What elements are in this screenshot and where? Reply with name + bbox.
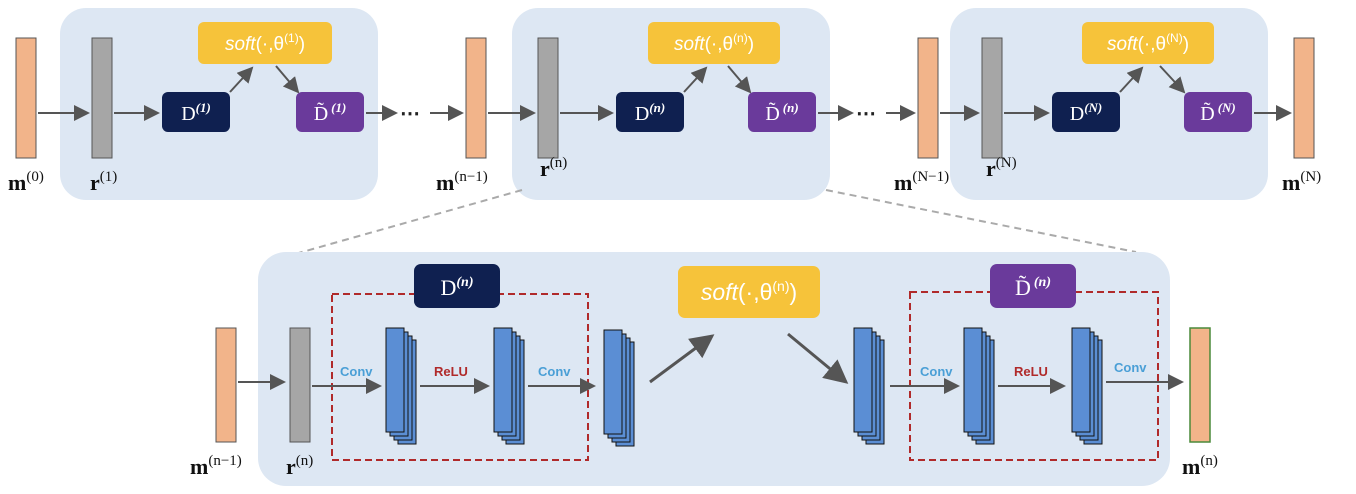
soft-block-1-label: soft(·,θ(1)) — [225, 31, 305, 55]
vector-m-n-minus-1 — [465, 37, 487, 159]
dt-block-1-label: D̃(1) — [314, 100, 347, 125]
conv-label-2: Conv — [538, 364, 571, 379]
detail-d-block-label: D(n) — [440, 275, 473, 300]
d-block-1 — [162, 92, 230, 132]
detail-d-block — [414, 264, 500, 308]
detail-vector-r — [289, 327, 311, 443]
vector-m-N-minus-1 — [917, 37, 939, 159]
relu-label-2: ReLU — [1014, 364, 1048, 379]
detail-panel — [258, 252, 1170, 486]
label-m-n-minus-1: m(n−1) — [436, 169, 488, 195]
conv-label-1: Conv — [340, 364, 373, 379]
zoom-connector-left — [287, 189, 523, 257]
label-mN: m(N) — [1282, 169, 1321, 195]
d-block-N-label: D(N) — [1070, 100, 1103, 125]
arrow-dn-softn — [683, 66, 708, 93]
soft-block-1 — [198, 22, 332, 64]
feature-maps-4 — [853, 327, 885, 445]
feature-maps-1 — [385, 327, 417, 445]
label-r1: r(1) — [90, 169, 117, 195]
detail-label-m-out: m(n) — [1182, 453, 1218, 479]
arrow-d1-soft1 — [229, 66, 254, 93]
conv-label-3: Conv — [920, 364, 953, 379]
feature-maps-3 — [603, 329, 635, 447]
label-rn: r(n) — [540, 155, 567, 181]
detail-label-r: r(n) — [286, 453, 313, 479]
d-block-N — [1052, 92, 1120, 132]
relu-label-1: ReLU — [434, 364, 468, 379]
vector-rN — [981, 37, 1003, 159]
detail-arrow-from-soft — [787, 332, 849, 384]
arrow-soft1-dt1 — [275, 65, 300, 94]
dt-block-n — [748, 92, 816, 132]
conv-label-4: Conv — [1114, 360, 1147, 375]
detail-vector-m-in — [215, 327, 237, 443]
dt-block-n-label: D̃(n) — [765, 100, 798, 125]
ellipsis-1: ⋯ — [400, 103, 420, 125]
d-block-n — [616, 92, 684, 132]
vector-m0 — [15, 37, 37, 159]
label-rN: r(N) — [986, 155, 1017, 181]
detail-arrow-to-soft — [649, 334, 715, 384]
vector-r1 — [91, 37, 113, 159]
dt-block-N-label: D̃(N) — [1200, 100, 1236, 125]
ellipsis-2: ⋯ — [856, 103, 876, 125]
arrow-dN-softN — [1119, 66, 1144, 93]
dt-block-1 — [296, 92, 364, 132]
arrow-softn-dtn — [727, 65, 752, 94]
detail-soft-block — [678, 266, 820, 318]
dt-block-N — [1184, 92, 1252, 132]
detail-dt-block-label: D̃(n) — [1015, 275, 1051, 300]
feature-maps-5 — [963, 327, 995, 445]
detail-label-m-in: m(n−1) — [190, 453, 242, 479]
soft-block-n-label: soft(·,θ(n)) — [674, 31, 754, 55]
detail-dt-block — [990, 264, 1076, 308]
d-block-n-label: D(n) — [635, 100, 665, 125]
soft-block-N — [1082, 22, 1214, 64]
vector-rn — [537, 37, 559, 159]
feature-maps-6 — [1071, 327, 1103, 445]
d-block-1-label: D(1) — [181, 100, 211, 125]
zoom-connector-right — [825, 189, 1137, 253]
detail-soft-block-label: soft(·,θ(n)) — [701, 278, 797, 305]
label-m-N-minus-1: m(N−1) — [894, 169, 949, 195]
arrow-softN-dtN — [1159, 65, 1186, 94]
soft-block-N-label: soft(·,θ(N)) — [1107, 31, 1189, 55]
soft-block-n — [648, 22, 780, 64]
feature-maps-2 — [493, 327, 525, 445]
label-m0: m(0) — [8, 169, 44, 195]
detail-vector-m-out — [1189, 327, 1211, 443]
vector-mN — [1293, 37, 1315, 159]
